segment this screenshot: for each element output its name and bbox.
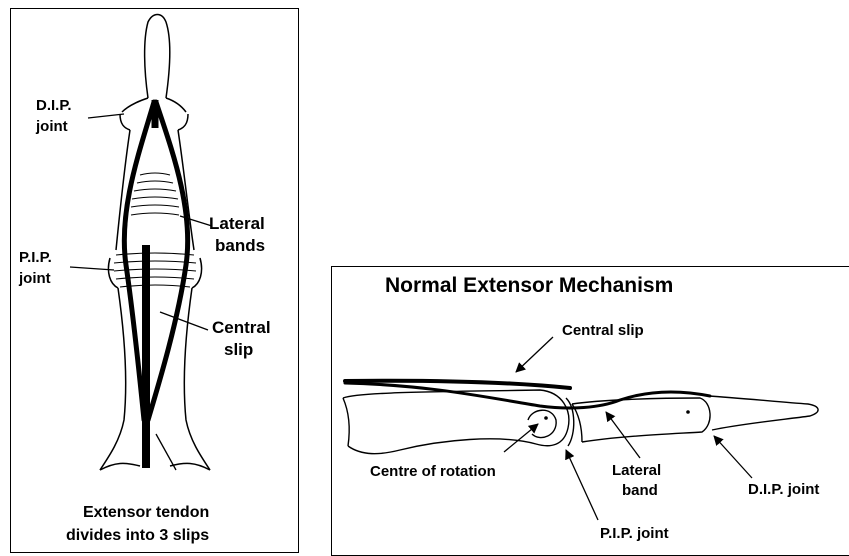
diagram-title: Normal Extensor Mechanism: [385, 274, 673, 297]
lateral-bands-label: Lateral bands: [209, 214, 269, 255]
central-slip-label-left: Central slip: [212, 318, 275, 359]
pip-joint-label-right: P.I.P. joint: [600, 525, 669, 542]
dip-rotation-dot: [686, 410, 690, 414]
centre-of-rotation-dot: [544, 416, 548, 420]
central-slip-label-right: Central slip: [562, 322, 644, 339]
centre-of-rotation-label: Centre of rotation: [370, 463, 496, 480]
lateral-band-label: Lateral band: [612, 462, 665, 499]
dip-joint-label-left: D.I.P. joint: [35, 97, 76, 135]
lateral-tendons: [345, 381, 710, 408]
pip-joint-label-left: P.I.P. joint: [18, 249, 56, 287]
dip-joint-label-right: D.I.P. joint: [748, 481, 819, 498]
finger-lateral-bones: [343, 390, 818, 454]
extensor-tendon-label: Extensor tendon divides into 3 slips: [66, 504, 214, 544]
